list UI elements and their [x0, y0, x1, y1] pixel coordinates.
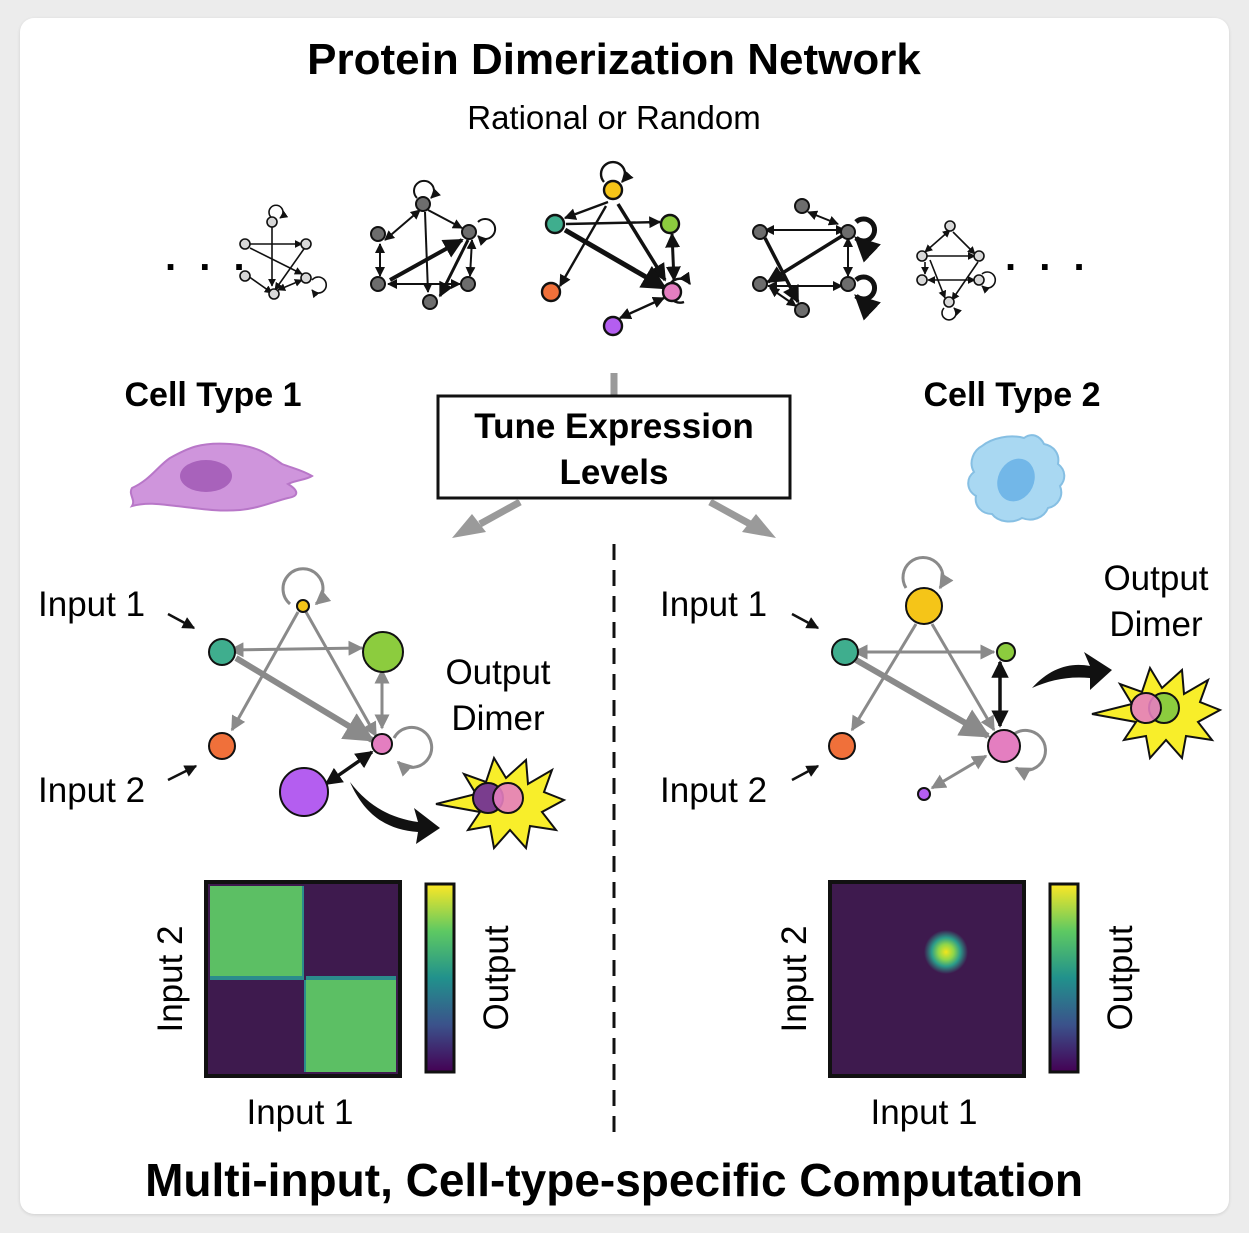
figure-card: Protein Dimerization Network Rational or…: [20, 18, 1229, 1214]
tune-box-line2: Levels: [560, 453, 669, 492]
right-input1-arrow: [791, 612, 820, 630]
left-output-line2: Dimer: [451, 699, 545, 738]
right-output-arrow: [1032, 652, 1112, 690]
heatmap-right-ylabel: Input 2: [775, 925, 814, 1032]
right-output-line2: Dimer: [1109, 605, 1203, 644]
ellipsis-right: . . .: [1005, 235, 1091, 279]
figure-canvas: Protein Dimerization Network Rational or…: [38, 35, 1223, 1206]
left-output-line1: Output: [445, 653, 550, 692]
left-input1-label: Input 1: [38, 585, 145, 624]
network-right: [828, 556, 1047, 801]
colorbar-left-label: Output: [477, 925, 516, 1030]
mini-network-3: [540, 160, 691, 337]
heatmap-right-xlabel: Input 1: [870, 1093, 977, 1132]
right-output-dimer-burst: [1091, 665, 1223, 761]
figure-subtitle: Rational or Random: [467, 99, 761, 136]
mini-network-4: [752, 198, 881, 321]
mini-network-2: [370, 179, 497, 310]
network-left: [208, 567, 434, 817]
tune-expression-box: [436, 394, 792, 500]
heatmap-right: [828, 880, 1026, 1078]
right-input1-label: Input 1: [660, 585, 767, 624]
split-arrow-left: [452, 498, 522, 538]
figure-caption: Multi-input, Cell-type-specific Computat…: [145, 1154, 1083, 1206]
right-input2-label: Input 2: [660, 771, 767, 810]
left-output-arrow: [350, 782, 440, 844]
colorbar-left: [424, 882, 456, 1074]
split-arrow-right: [708, 498, 776, 538]
heatmap-left: [204, 880, 402, 1078]
cell-type-1-illustration: [129, 442, 314, 512]
left-output-dimer-burst: [435, 755, 567, 851]
left-input1-arrow: [167, 612, 196, 630]
cell-type-2-label: Cell Type 2: [924, 376, 1101, 414]
cell-type-2-illustration: [967, 434, 1066, 523]
tune-box-line1: Tune Expression: [474, 407, 753, 446]
heatmap-left-xlabel: Input 1: [246, 1093, 353, 1132]
left-input2-arrow: [167, 764, 198, 782]
heatmap-left-ylabel: Input 2: [151, 925, 190, 1032]
mini-network-1: [239, 204, 327, 300]
colorbar-right: [1048, 882, 1080, 1074]
cell-type-1-label: Cell Type 1: [125, 376, 302, 414]
right-input2-arrow: [791, 764, 820, 782]
left-input2-label: Input 2: [38, 771, 145, 810]
colorbar-right-label: Output: [1101, 925, 1140, 1030]
mini-network-5: [916, 220, 997, 321]
right-output-line1: Output: [1103, 559, 1208, 598]
ellipsis-left: . . .: [165, 235, 251, 279]
figure-title: Protein Dimerization Network: [307, 35, 921, 84]
